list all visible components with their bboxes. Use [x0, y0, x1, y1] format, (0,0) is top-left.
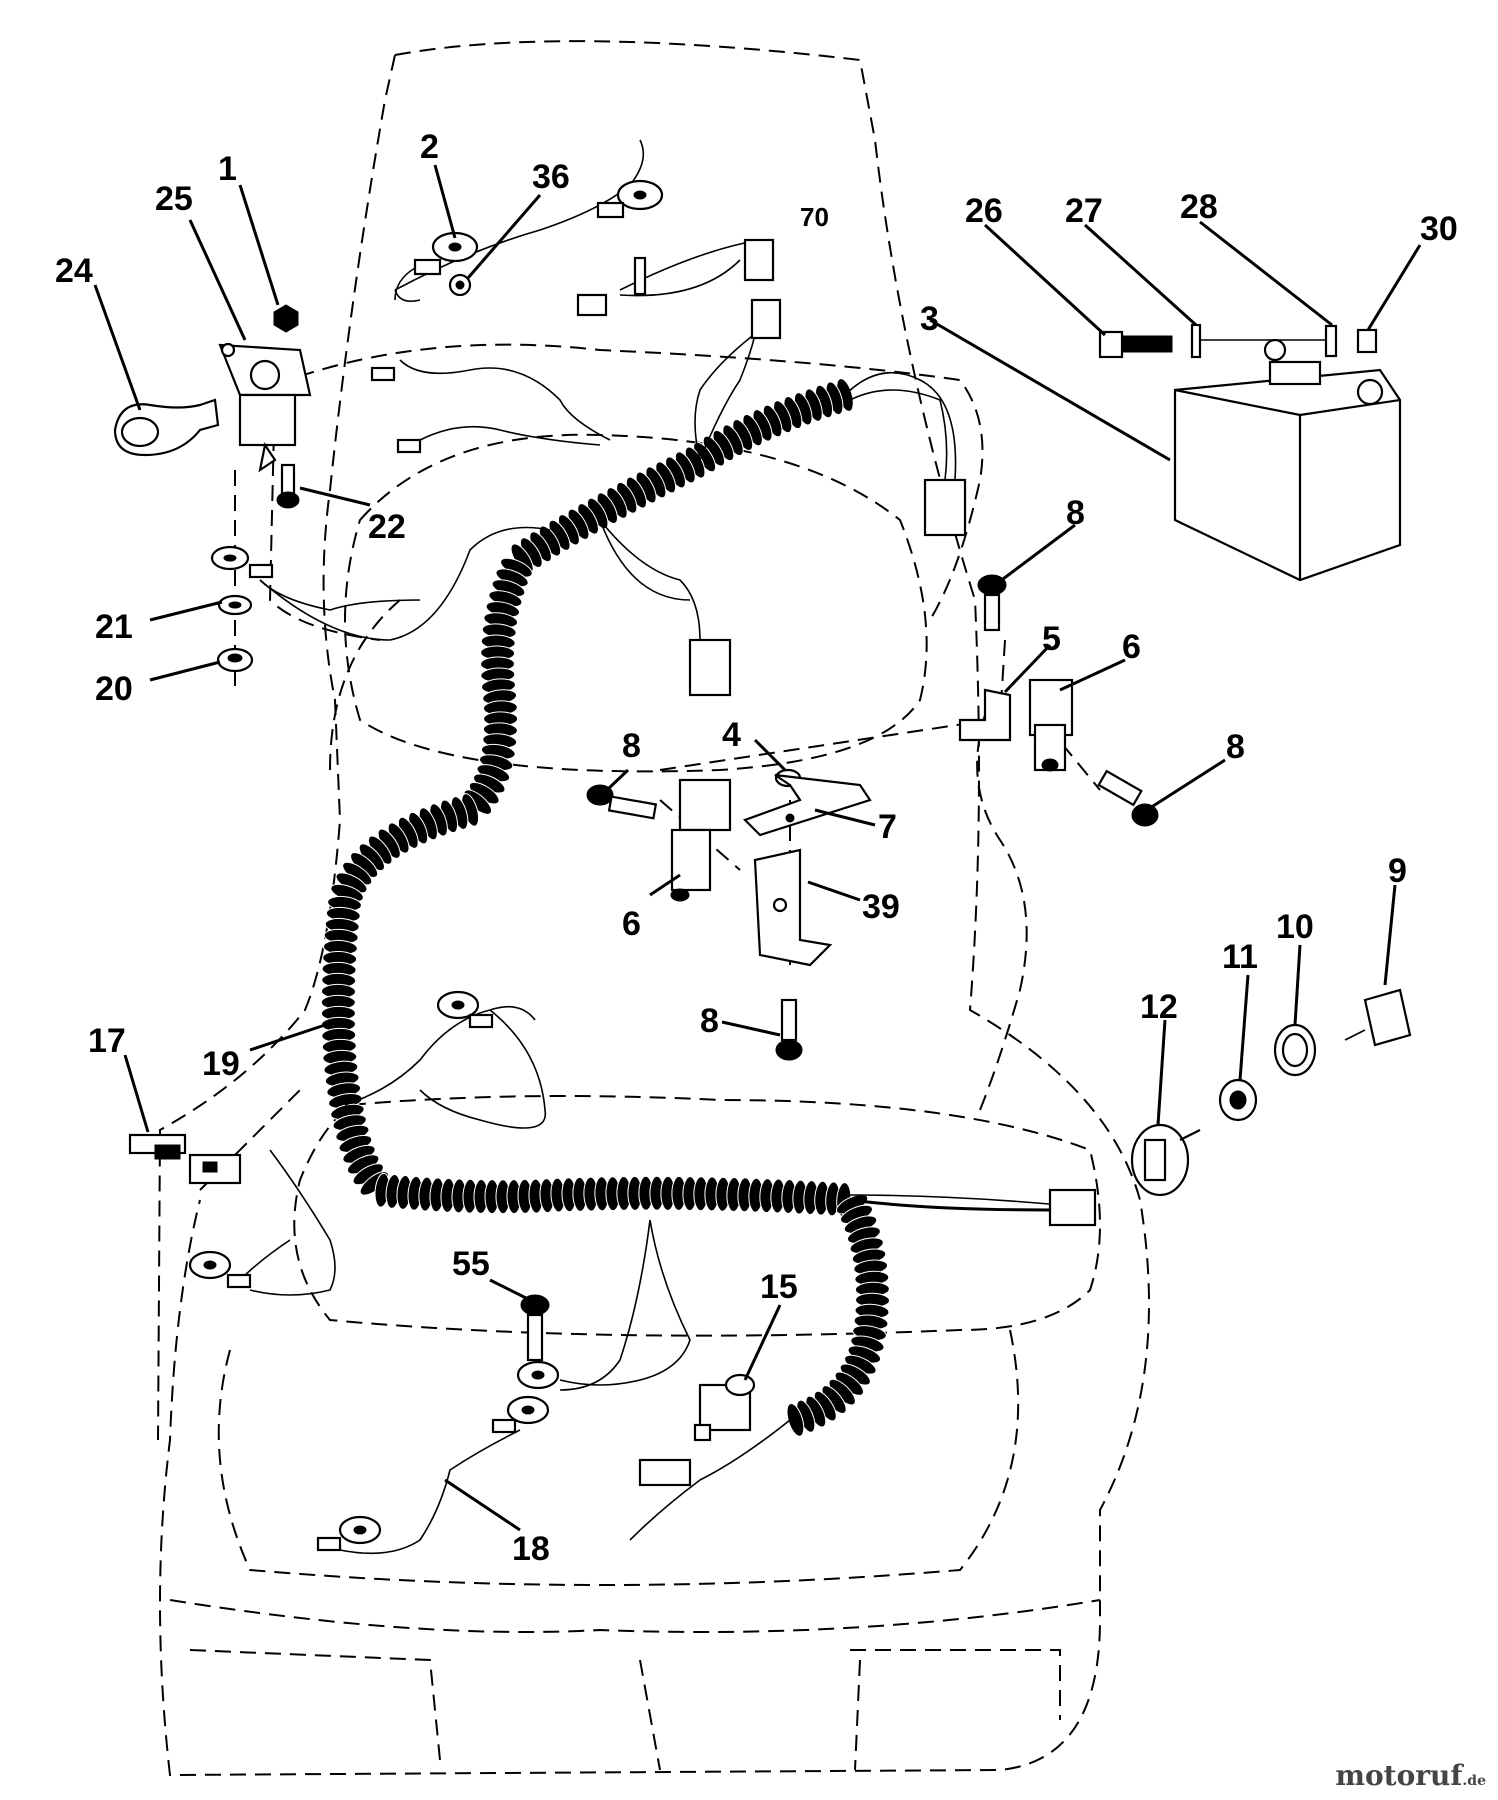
callout-21: 21	[95, 608, 133, 646]
boot-part-24	[113, 398, 220, 457]
callout-1: 1	[218, 150, 237, 188]
watermark-tld: .de	[1462, 1773, 1486, 1789]
bracket-part-7	[743, 773, 872, 837]
screw-part-8-middle	[586, 784, 658, 820]
screw-part-8-right	[1097, 769, 1159, 827]
leader-lines	[93, 164, 1422, 1532]
coiled-wire-harness	[320, 378, 1061, 1437]
nut-part-1	[273, 304, 299, 333]
callout-labels: 1 2 3 4 5 6 6 7 8 8 8 8 9 10 11 12 15 17…	[55, 128, 1458, 1568]
screw-part-8-upper-right	[977, 574, 1007, 632]
callout-28: 28	[1180, 188, 1218, 226]
bracket-part-5	[958, 688, 1012, 742]
callout-24: 24	[55, 252, 93, 290]
bezel-part-10	[1273, 1023, 1317, 1077]
callout-7: 7	[878, 808, 897, 846]
callout-6b: 6	[622, 905, 641, 943]
callout-9: 9	[1388, 852, 1407, 890]
ring-terminal-top	[596, 179, 664, 219]
nut-part-11	[1218, 1078, 1258, 1122]
coil-rings	[320, 378, 890, 1437]
connector-part-70	[576, 238, 782, 340]
ring-terminal-left	[210, 545, 274, 579]
callout-25: 25	[155, 180, 193, 218]
callout-8b: 8	[1226, 728, 1245, 766]
motoruf-watermark: motoruf.de	[1335, 1759, 1486, 1792]
callout-4: 4	[722, 716, 741, 754]
callout-20: 20	[95, 670, 133, 708]
harness-connectors	[370, 366, 967, 697]
washer-part-28	[1324, 324, 1338, 358]
callout-5: 5	[1042, 620, 1061, 658]
callout-2: 2	[420, 128, 439, 166]
solenoid-part-25	[218, 342, 312, 473]
callout-17: 17	[88, 1022, 126, 1060]
screw-part-22	[276, 463, 300, 509]
fuse-part-17	[128, 1133, 187, 1160]
ring-terminal-part-2	[394, 231, 479, 301]
battery-part-3	[1173, 338, 1402, 582]
bracket-part-39	[753, 848, 833, 967]
ignition-switch-part-12	[1130, 1123, 1201, 1197]
callout-12: 12	[1140, 988, 1178, 1026]
callout-26: 26	[965, 192, 1003, 230]
callout-8d: 8	[700, 1002, 719, 1040]
switch-part-6-right	[1028, 678, 1074, 772]
tractor-body-outline	[157, 40, 1150, 1777]
screw-part-55	[520, 1294, 550, 1362]
callout-70: 70	[800, 202, 829, 232]
switch-part-15	[693, 1373, 756, 1442]
ring-terminals-lower	[188, 990, 560, 1552]
connector-under-15	[638, 1458, 692, 1487]
callout-39: 39	[862, 888, 900, 926]
bolt-part-26	[1098, 330, 1173, 359]
screw-part-8-lower	[775, 998, 803, 1061]
callout-3: 3	[920, 300, 939, 338]
callout-30: 30	[1420, 210, 1458, 248]
callout-19: 19	[202, 1045, 240, 1083]
callout-36: 36	[532, 158, 570, 196]
connector-ignition-plug	[1048, 1188, 1097, 1227]
callout-18: 18	[512, 1530, 550, 1568]
callout-27: 27	[1065, 192, 1103, 230]
fuse-holder	[188, 1153, 242, 1185]
callout-8a: 8	[1066, 494, 1085, 532]
callout-22: 22	[368, 508, 406, 546]
key-part-9	[1344, 988, 1412, 1047]
nut-part-20	[216, 647, 254, 673]
watermark-brand: motoruf	[1335, 1759, 1463, 1792]
callout-55: 55	[452, 1245, 490, 1283]
callout-15: 15	[760, 1268, 798, 1306]
nut-part-30	[1356, 328, 1378, 354]
callout-8c: 8	[622, 727, 641, 765]
bracket-part-27	[1190, 323, 1330, 359]
callout-11: 11	[1222, 938, 1258, 976]
washer-part-21	[217, 594, 253, 616]
switch-part-6-middle	[670, 778, 732, 902]
star-washer-part-36	[448, 273, 472, 297]
callout-6a: 6	[1122, 628, 1141, 666]
callout-10: 10	[1276, 908, 1314, 946]
